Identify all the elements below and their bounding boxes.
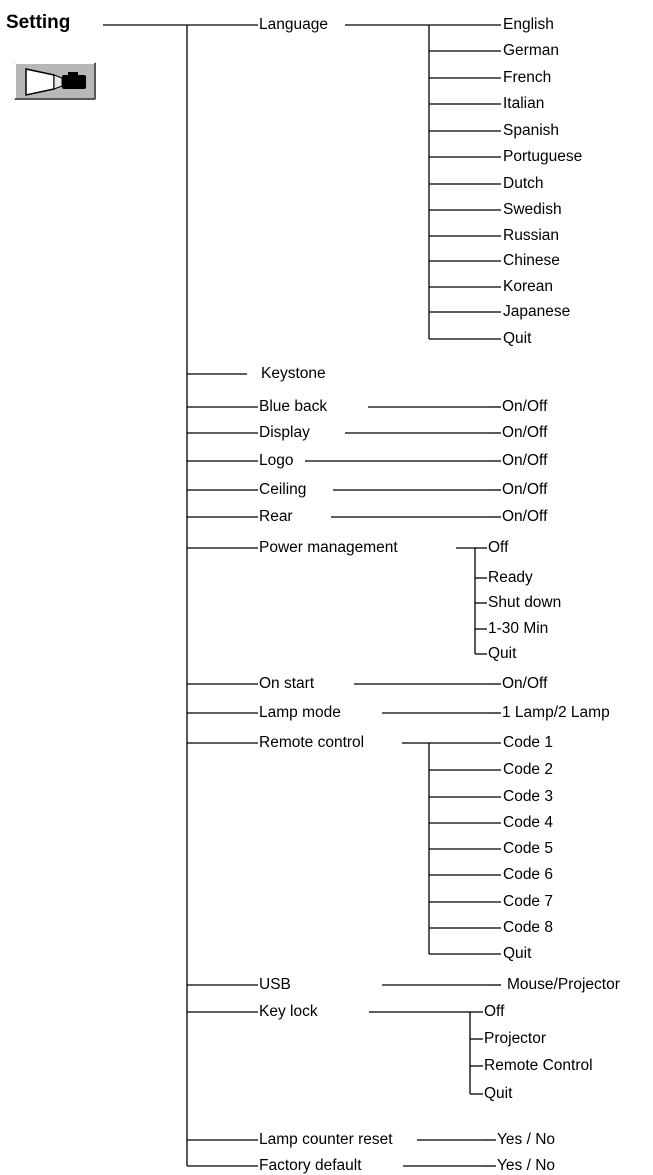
option-language: Chinese xyxy=(503,252,560,269)
option-lamp-mode: 1 Lamp/2 Lamp xyxy=(502,704,610,721)
menu-item-power-management: Power management xyxy=(259,539,398,556)
option-ceiling: On/Off xyxy=(502,481,548,498)
option-language: Russian xyxy=(503,227,559,244)
option-usb: Mouse/Projector xyxy=(507,976,620,993)
option-on-start: On/Off xyxy=(502,675,548,692)
option-language: Dutch xyxy=(503,175,544,192)
option-remote-control: Code 6 xyxy=(503,866,553,883)
menu-item-usb: USB xyxy=(259,976,291,993)
option-key-lock: Off xyxy=(484,1003,505,1020)
option-language: Japanese xyxy=(503,303,571,320)
menu-title: Setting xyxy=(6,12,71,33)
option-remote-control: Quit xyxy=(503,945,532,962)
option-remote-control: Code 4 xyxy=(503,814,553,831)
projector-icon xyxy=(14,62,96,100)
option-key-lock: Quit xyxy=(484,1085,513,1102)
option-remote-control: Code 3 xyxy=(503,788,553,805)
option-key-lock: Projector xyxy=(484,1030,547,1047)
option-remote-control: Code 1 xyxy=(503,734,553,751)
option-language: German xyxy=(503,42,559,59)
option-blue-back: On/Off xyxy=(502,398,548,415)
option-language: English xyxy=(503,16,554,33)
option-language: Korean xyxy=(503,278,553,295)
menu-item-ceiling: Ceiling xyxy=(259,481,307,498)
menu-item-logo: Logo xyxy=(259,452,294,469)
menu-item-keystone: Keystone xyxy=(261,365,326,382)
option-display: On/Off xyxy=(502,424,548,441)
option-language: French xyxy=(503,69,552,86)
option-key-lock: Remote Control xyxy=(484,1057,593,1074)
menu-item-language: Language xyxy=(259,16,328,33)
menu-item-lamp-counter-reset: Lamp counter reset xyxy=(259,1131,393,1148)
option-language: Swedish xyxy=(503,201,562,218)
option-power-management: Ready xyxy=(488,569,533,586)
option-language: Quit xyxy=(503,330,532,347)
menu-item-key-lock: Key lock xyxy=(259,1003,318,1020)
menu-item-lamp-mode: Lamp mode xyxy=(259,704,341,721)
option-remote-control: Code 2 xyxy=(503,761,553,778)
option-rear: On/Off xyxy=(502,508,548,525)
option-lamp-counter-reset: Yes / No xyxy=(497,1131,556,1148)
menu-item-blue-back: Blue back xyxy=(259,398,328,415)
option-logo: On/Off xyxy=(502,452,548,469)
option-power-management: 1-30 Min xyxy=(488,620,549,637)
option-remote-control: Code 8 xyxy=(503,919,553,936)
menu-item-display: Display xyxy=(259,424,310,441)
option-power-management: Shut down xyxy=(488,594,562,611)
option-language: Spanish xyxy=(503,122,560,139)
menu-item-factory-default: Factory default xyxy=(259,1157,362,1174)
option-power-management: Off xyxy=(488,539,509,556)
option-language: Portuguese xyxy=(503,148,583,165)
menu-item-remote-control: Remote control xyxy=(259,734,365,751)
menu-item-rear: Rear xyxy=(259,508,293,525)
option-language: Italian xyxy=(503,95,545,112)
menu-item-on-start: On start xyxy=(259,675,315,692)
option-remote-control: Code 5 xyxy=(503,840,553,857)
option-remote-control: Code 7 xyxy=(503,893,553,910)
option-factory-default: Yes / No xyxy=(497,1157,556,1174)
option-power-management: Quit xyxy=(488,645,517,662)
